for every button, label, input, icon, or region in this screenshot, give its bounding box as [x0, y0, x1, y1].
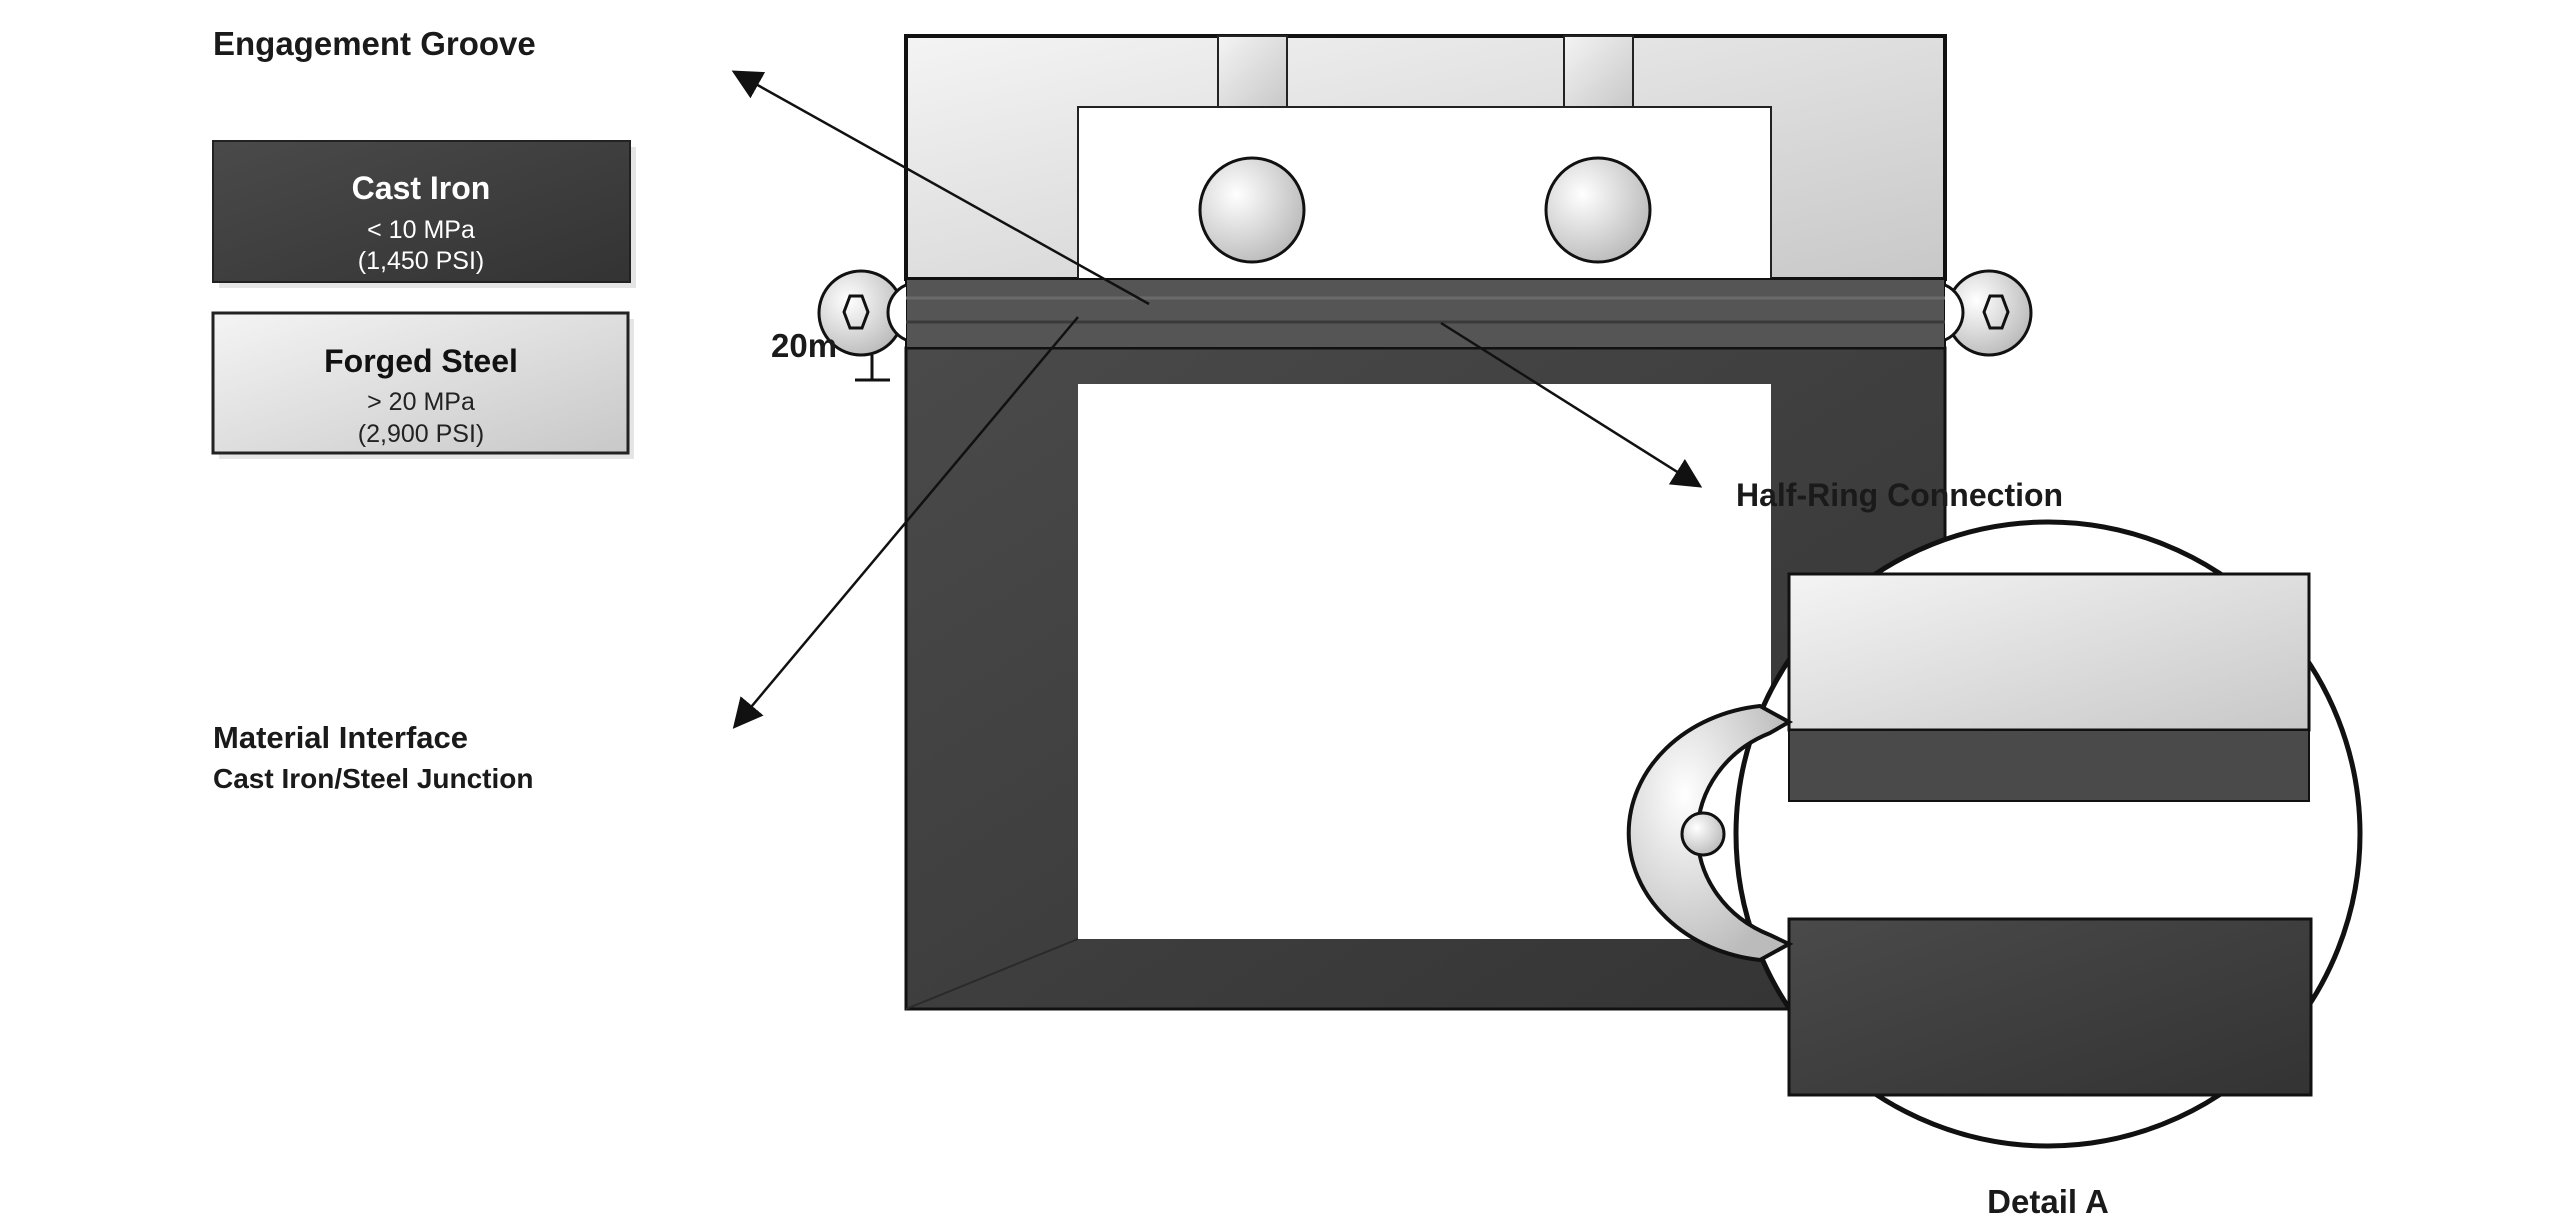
cast-iron-strength: < 10 MPa: [367, 216, 475, 244]
engagement-groove-band: [905, 278, 1946, 349]
top-tab-left: [1217, 35, 1288, 108]
right-clamp: [1944, 269, 2033, 357]
detail-pin: [1680, 811, 1726, 857]
engagement-groove-label: Engagement Groove: [213, 25, 536, 62]
detail-groove-band: [1788, 729, 2310, 802]
leader-half-ring: [1440, 321, 1703, 488]
detail-half-ring: [1626, 703, 1794, 963]
cast-iron-psi: (1,450 PSI): [358, 247, 484, 275]
dimension-label: 20m: [771, 327, 837, 364]
left-clamp: [817, 269, 907, 382]
detail-cast-iron-flange: [1787, 917, 2313, 1097]
bolt-circle-right: [1544, 156, 1652, 264]
detail-a-label: Detail A: [1987, 1183, 2109, 1220]
forged-steel-psi: (2,900 PSI): [358, 420, 484, 448]
material-interface-sublabel: Cast Iron/Steel Junction: [213, 763, 534, 794]
cast-iron-title: Cast Iron: [352, 170, 491, 206]
top-tab-right: [1563, 35, 1634, 108]
half-ring-connection-label: Half-Ring Connection: [1736, 477, 2063, 513]
upper-frame-opening: [1077, 106, 1772, 280]
leader-material-interface: [732, 316, 1079, 729]
forged-steel-title: Forged Steel: [324, 343, 518, 379]
material-interface-label: Material Interface: [213, 720, 468, 755]
leader-engagement-groove: [731, 70, 1150, 306]
bolt-circle-left: [1198, 156, 1306, 264]
legend-cast-iron: Cast Iron < 10 MPa (1,450 PSI): [212, 140, 636, 288]
detail-steel-flange: [1787, 572, 2311, 732]
detail-a-callout: [1626, 519, 2363, 1149]
forged-steel-strength: > 20 MPa: [367, 388, 475, 416]
legend-forged-steel: Forged Steel > 20 MPa (2,900 PSI): [211, 311, 634, 459]
